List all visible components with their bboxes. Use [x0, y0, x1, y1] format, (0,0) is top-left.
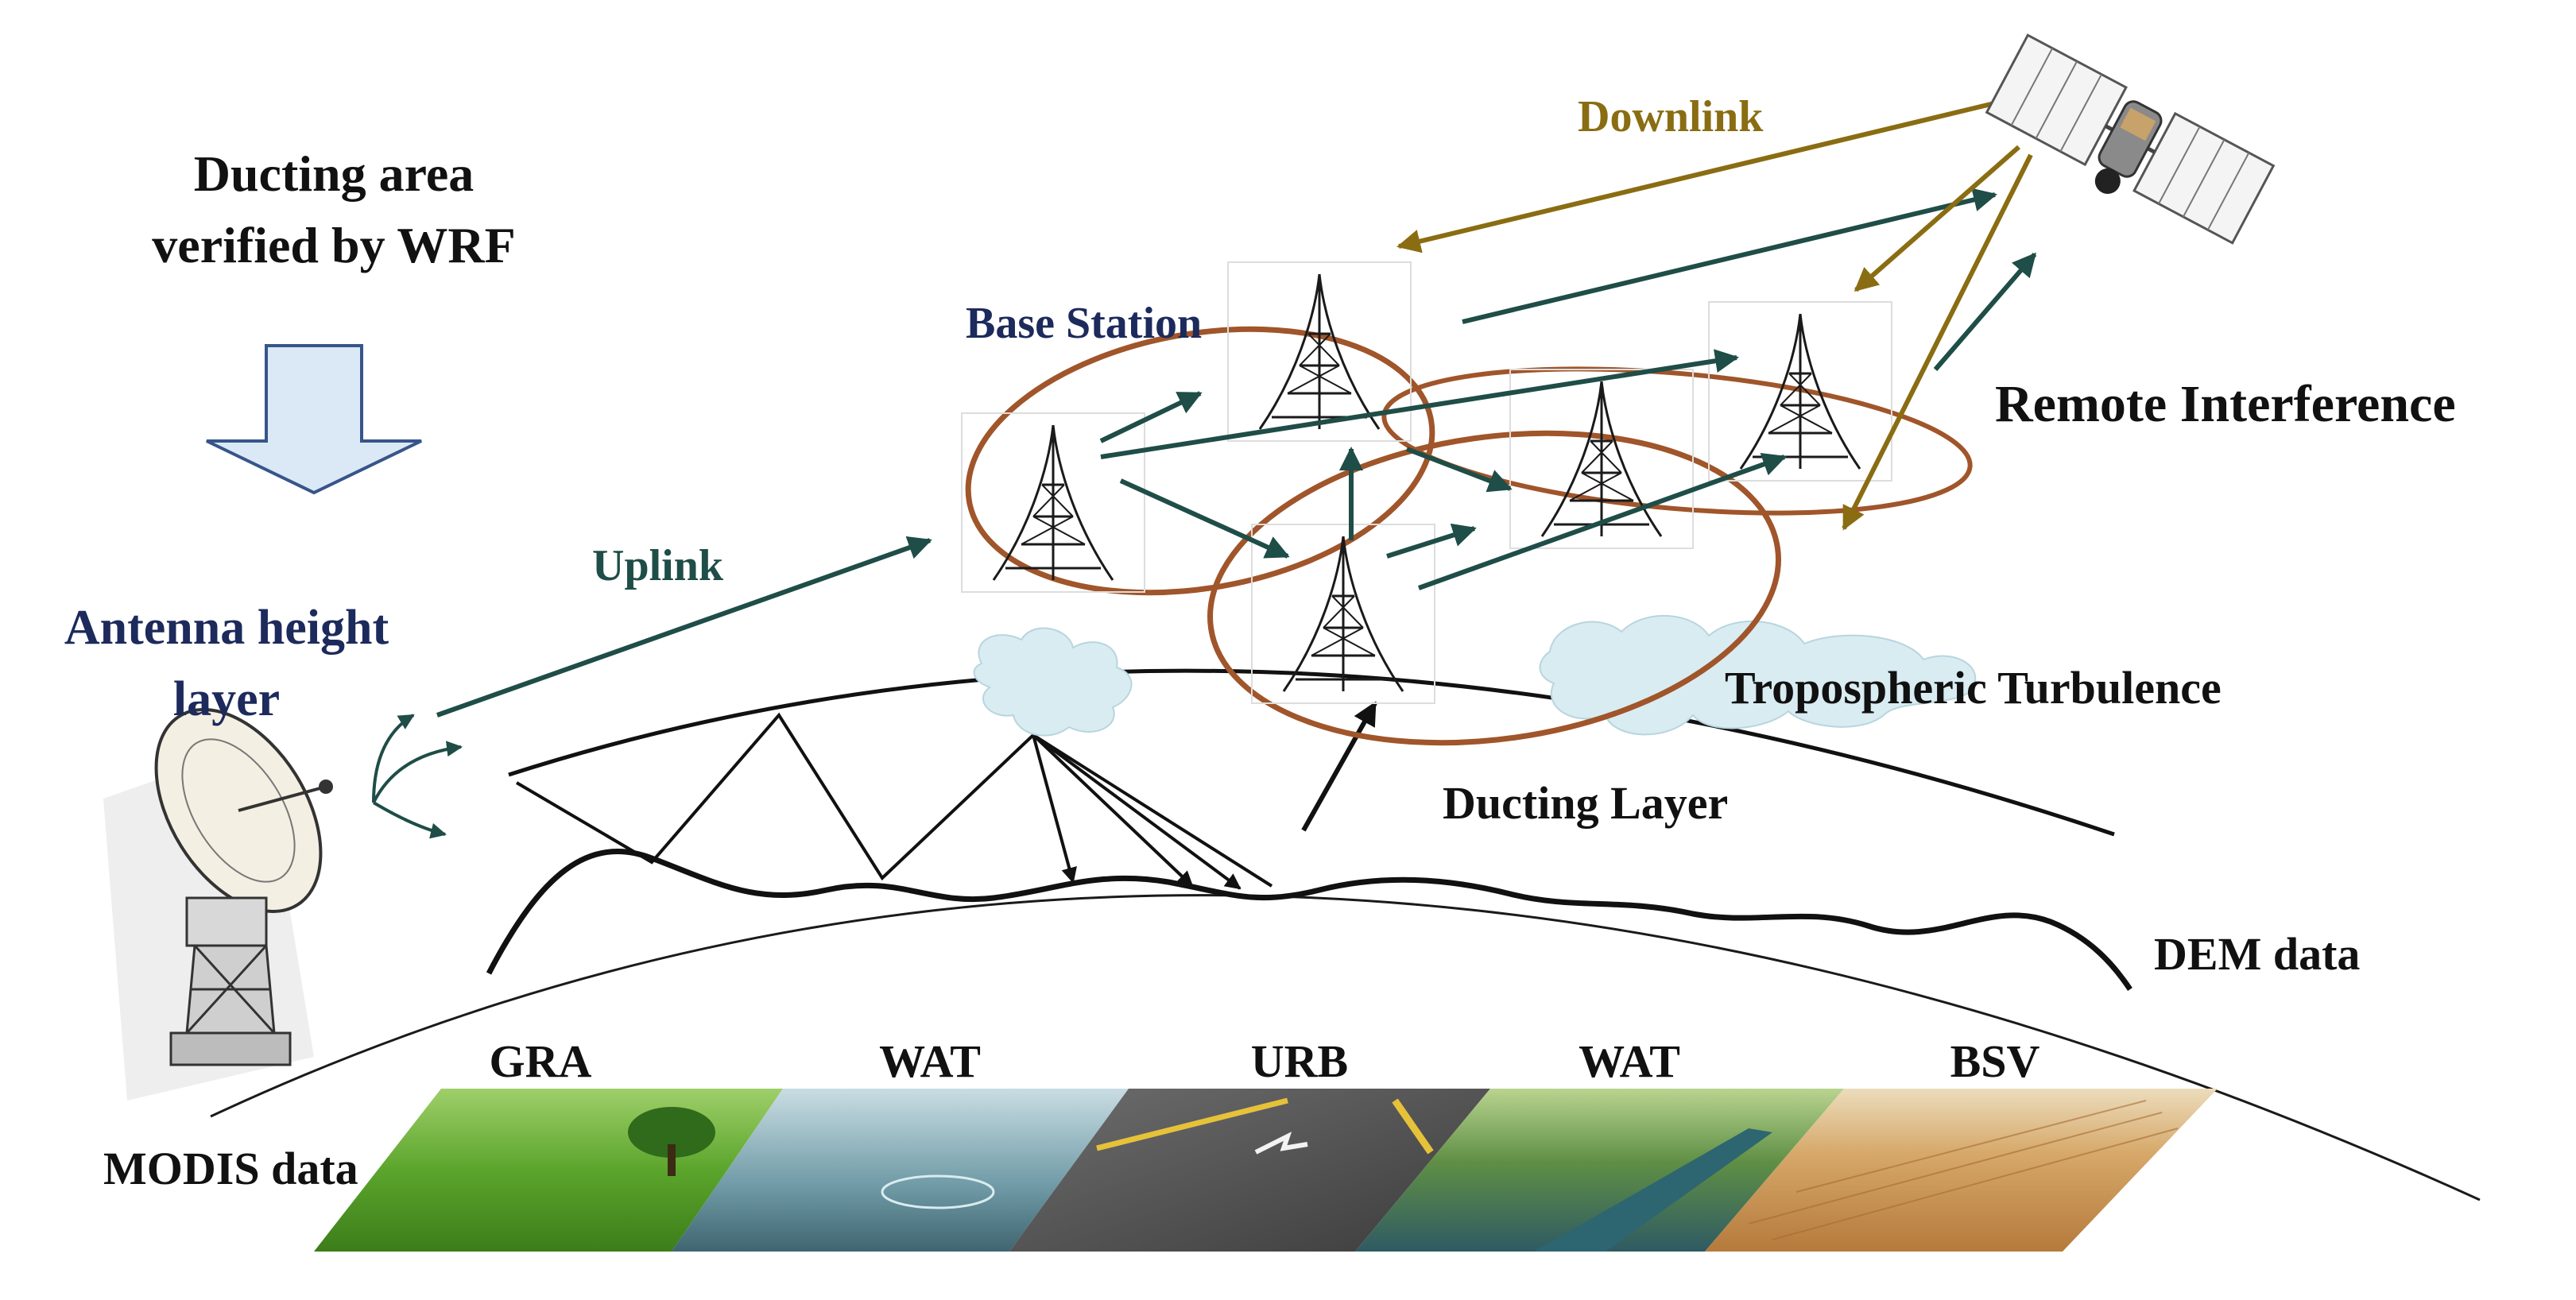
base-station-tower	[961, 412, 1145, 593]
ducting-area-label-line2: verified by WRF	[152, 217, 515, 273]
interference-ring	[1207, 430, 1781, 746]
radar-antenna-icon	[103, 708, 333, 1101]
base-station-tower	[1708, 301, 1892, 482]
land-cover-code: BSV	[1950, 1035, 2040, 1087]
tree-icon	[628, 1107, 715, 1176]
interference-ring	[1381, 366, 1973, 516]
upward-ray	[1301, 701, 1377, 832]
land-tile-bsv	[1705, 1089, 2218, 1252]
dem-data-label: DEM data	[2154, 928, 2360, 980]
uplink-label: Uplink	[592, 541, 724, 590]
antenna-layer-label-line2: layer	[173, 672, 280, 726]
base-station-tower	[1251, 524, 1435, 704]
land-cover-code: WAT	[1579, 1035, 1680, 1087]
land-cover-code: GRA	[490, 1035, 592, 1087]
ducting-layer-curve	[508, 668, 2115, 837]
land-cover-code: URB	[1251, 1035, 1348, 1087]
land-tile-wat	[672, 1089, 1129, 1252]
land-cover-strip	[314, 1089, 2218, 1252]
land-cover-code: WAT	[879, 1035, 981, 1087]
satellite-icon	[1985, 33, 2276, 245]
base-station-tower	[1509, 369, 1694, 549]
land-tile-wat	[1355, 1089, 1844, 1252]
ducting-propagation-path	[515, 712, 1273, 888]
interference-ring	[965, 326, 1435, 596]
scatter-ray	[1032, 733, 1242, 890]
base-station-label: Base Station	[966, 299, 1202, 348]
dem-terrain-line	[486, 849, 2132, 991]
tropospheric-turbulence-label: Tropospheric Turbulence	[1725, 662, 2222, 714]
turbulence-cloud	[973, 627, 1133, 737]
scatter-ray	[1032, 733, 1194, 888]
down-arrow-icon	[206, 344, 422, 495]
downlink-arrows	[1396, 97, 2033, 531]
ducting-layer-label: Ducting Layer	[1443, 777, 1728, 829]
base-station-tower	[1227, 261, 1412, 442]
antenna-layer-label-line1: Antenna height	[64, 601, 389, 655]
land-tile-urb	[1009, 1089, 1490, 1252]
modis-data-label: MODIS data	[103, 1143, 358, 1194]
remote-interference-label: Remote Interference	[1995, 375, 2456, 433]
ducting-area-label-line1: Ducting area	[194, 145, 475, 202]
downlink-label: Downlink	[1578, 92, 1764, 141]
interference-arrows	[372, 188, 2037, 839]
scatter-ray	[1032, 734, 1077, 884]
